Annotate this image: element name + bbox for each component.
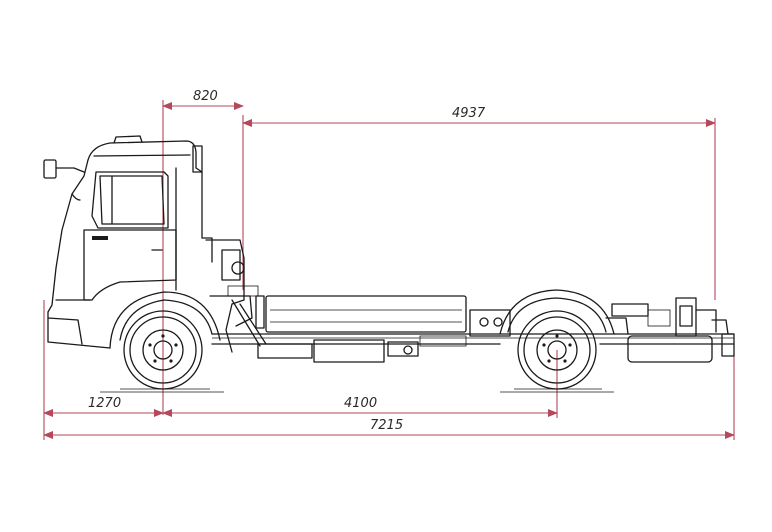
label-front-overhang: 1270 — [88, 396, 121, 411]
rear-suspension — [469, 289, 735, 363]
dimension-overall-length: 7215 — [43, 418, 735, 439]
label-overall-length: 7215 — [370, 418, 403, 433]
label-cab-offset: 820 — [193, 89, 218, 104]
rear-wheel — [514, 310, 602, 390]
truck-drawing — [43, 135, 735, 393]
side-mirror — [43, 159, 85, 179]
front-wheel — [120, 310, 210, 390]
cab — [47, 135, 221, 349]
label-wheelbase: 4100 — [344, 396, 377, 411]
dimension-wheelbase: 4100 — [162, 396, 558, 417]
dimension-front-overhang: 1270 — [43, 396, 164, 417]
engine-bay-components — [205, 239, 267, 353]
dimension-frame-rear: 4937 — [242, 106, 716, 127]
label-frame-rear: 4937 — [452, 106, 486, 121]
dimension-cab-offset: 820 — [162, 89, 244, 110]
fuel-tank — [257, 295, 467, 363]
